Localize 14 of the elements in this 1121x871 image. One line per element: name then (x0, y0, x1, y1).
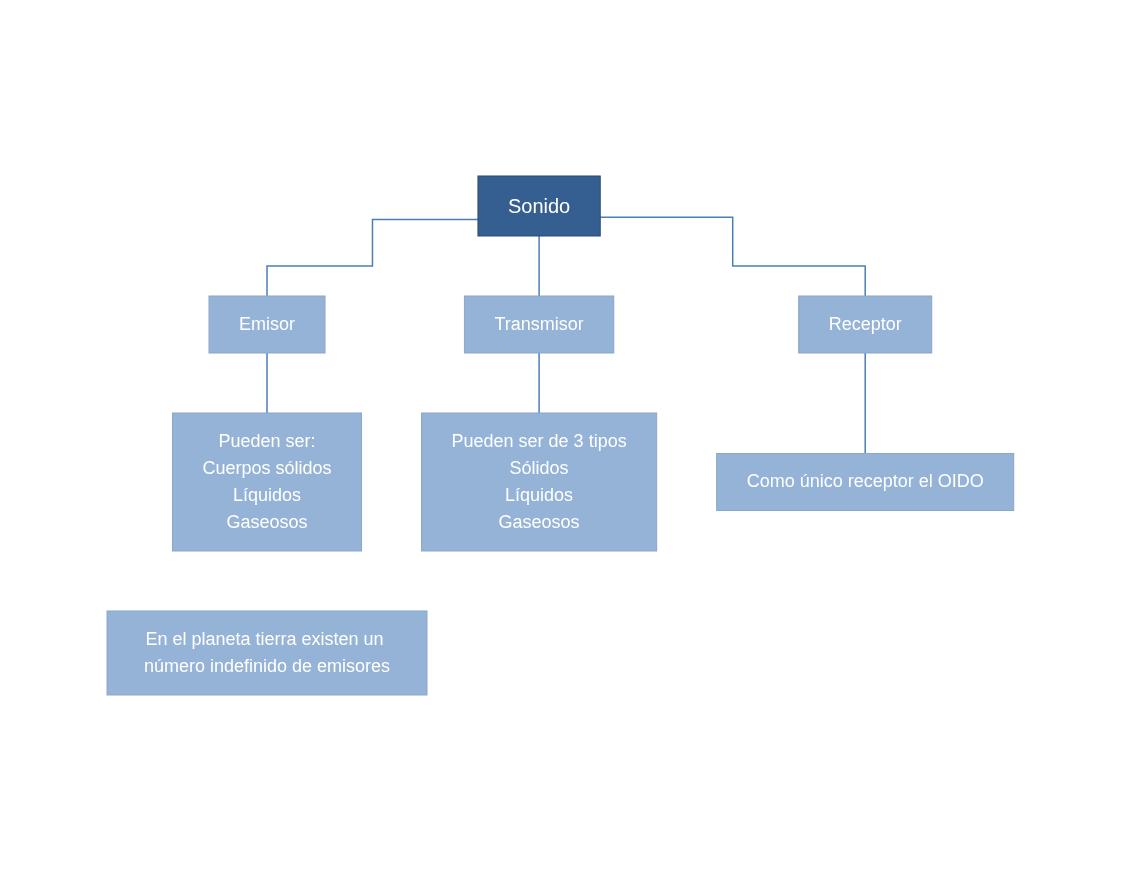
connector (599, 216, 867, 297)
connector (266, 218, 479, 297)
node-box: En el planeta tierra existen un número indefinido de emisores (106, 610, 428, 696)
node-box: Transmisor (464, 295, 615, 354)
connector (266, 352, 268, 414)
connector (538, 352, 540, 414)
node-box: Pueden ser de 3 tipos Sólidos Líquidos Gaseosos (421, 412, 658, 552)
node-box: Pueden ser: Cuerpos sólidos Líquidos Gaseosos (172, 412, 363, 552)
connector (538, 235, 540, 297)
connector (864, 352, 867, 455)
node-box: Emisor (208, 295, 326, 354)
node-box: Receptor (798, 295, 933, 354)
node-box: Sonido (477, 175, 601, 237)
node-box: Como único receptor el OIDO (716, 453, 1015, 511)
